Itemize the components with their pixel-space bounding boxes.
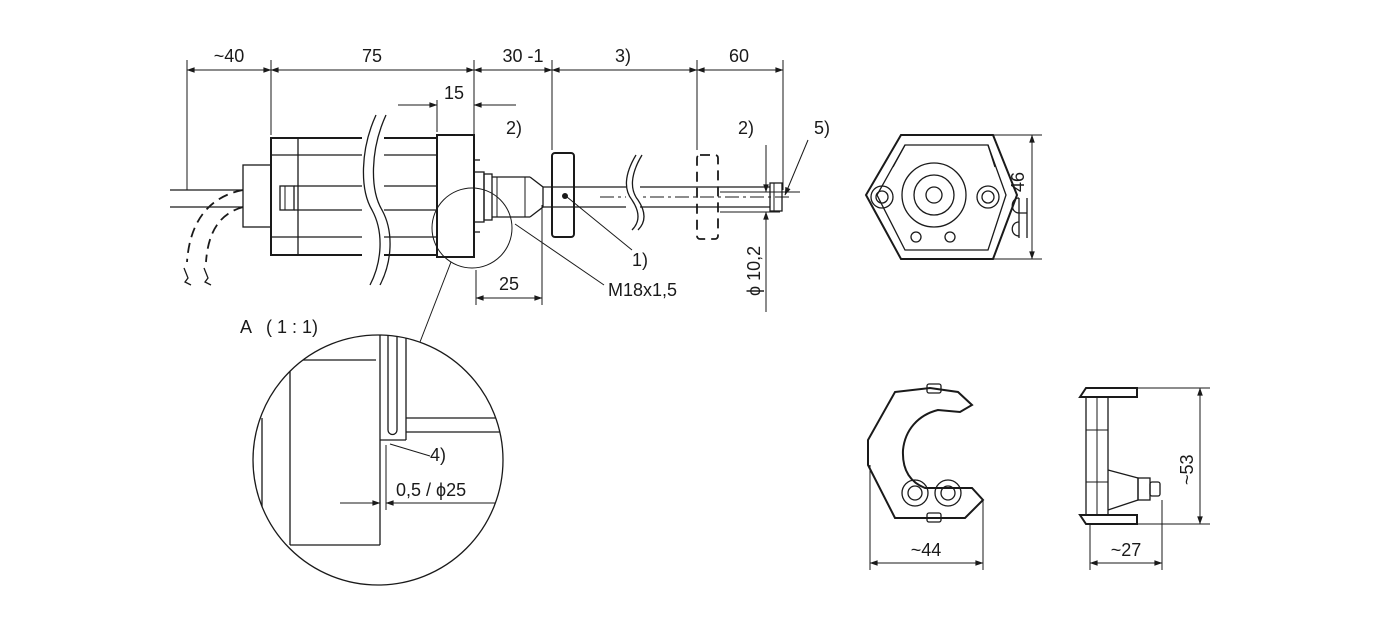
rod: [543, 154, 790, 240]
dim-53: ~53: [1177, 454, 1197, 485]
clip-side-view: [1078, 387, 1210, 570]
thread-neck: [473, 171, 544, 223]
note-2-left: 2): [506, 118, 522, 138]
clip-view: [867, 383, 985, 570]
side-view: [170, 60, 809, 343]
detail-marker: [419, 139, 809, 343]
dim-40: ~40: [214, 46, 245, 66]
dim-detail: 0,5 / ϕ25: [396, 480, 466, 500]
detail-a-label: A ( 1 : 1): [240, 317, 318, 337]
position-marker: [551, 152, 575, 238]
thread-label: M18x1,5: [608, 280, 677, 300]
sensor-housing: [242, 114, 480, 286]
note-1: 1): [632, 250, 648, 270]
dim-3: 3): [615, 46, 631, 66]
detail-a-view: [252, 334, 504, 586]
callout-labels: 2) 2) 5) 1) M18x1,5 4) A ( 1 : 1): [240, 118, 830, 465]
dim-27: ~27: [1111, 540, 1142, 560]
front-view: [864, 134, 1042, 260]
dim-46: 46: [1008, 172, 1028, 192]
cable: [170, 189, 244, 286]
dimension-labels: ~40 75 30 -1 3) 60 15 25 ϕ 10,2 46 ~44 ~…: [214, 46, 1197, 560]
dimension-lines: [186, 67, 784, 312]
dim-diameter: ϕ 10,2: [744, 246, 764, 296]
note-4: 4): [430, 445, 446, 465]
dim-75: 75: [362, 46, 382, 66]
dim-15: 15: [444, 83, 464, 103]
dim-60: 60: [729, 46, 749, 66]
note-2-right: 2): [738, 118, 754, 138]
note-5: 5): [814, 118, 830, 138]
dim-44: ~44: [911, 540, 942, 560]
wrench-icon: [1011, 197, 1028, 238]
dim-25: 25: [499, 274, 519, 294]
extension-lines: [186, 60, 800, 305]
dim-30: 30 -1: [502, 46, 543, 66]
